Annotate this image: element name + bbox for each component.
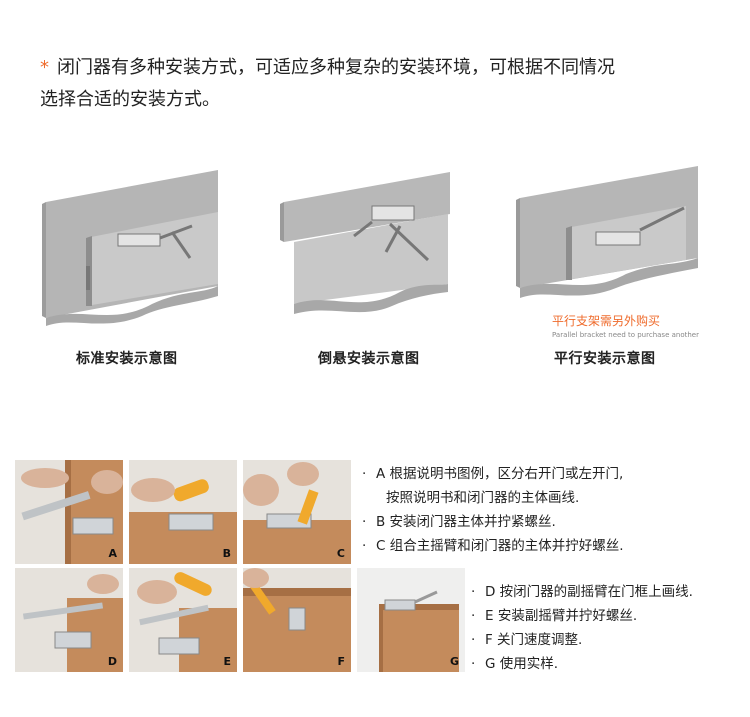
steps-top: · A 根据说明书图例，区分右开门或左开门, 按照说明书和闭门器的主体画线. · B… [362,462,624,558]
photo-c-label: C [336,547,345,560]
photo-g-image [357,568,465,672]
step-c: · C 组合主摇臂和闭门器的主体并拧好螺丝. [362,534,624,558]
photo-c-image [243,460,351,564]
photo-a-label: A [108,547,117,560]
intro-line-1: * 闭门器有多种安装方式，可适应多种复杂的安装环境，可根据不同情况 [40,52,730,84]
bullet: · [471,608,476,624]
bullet: · [362,466,367,482]
step-a-text-2: 按照说明书和闭门器的主体画线. [386,490,580,506]
step-photo-g: G [357,568,465,672]
step-photo-d: D [15,568,123,672]
standard-install-illustration [42,170,218,326]
caption-standard: 标准安装示意图 [76,351,178,367]
diagram-standard [42,166,222,326]
inverted-install-illustration [280,172,450,314]
bullet: · [471,584,476,600]
star-mark: * [40,57,49,78]
step-photo-e: E [129,568,237,672]
step-e-text: E 安装副摇臂并拧好螺丝. [485,608,638,624]
photo-b-image [129,460,237,564]
photo-d-image [15,568,123,672]
intro-text: * 闭门器有多种安装方式，可适应多种复杂的安装环境，可根据不同情况 选择合适的安装… [40,52,730,116]
parallel-bracket-note-cn: 平行支架需另外购买 [552,314,661,328]
photo-d-label: D [107,655,117,668]
step-f: · F 关门速度调整. [471,628,693,652]
step-g: · G 使用实样. [471,652,693,676]
bullet: · [471,656,476,672]
photo-b-label: B [222,547,231,560]
step-g-text: G 使用实样. [485,656,559,672]
photo-g-label: G [449,655,459,668]
step-a-line-2: 按照说明书和闭门器的主体画线. [362,486,624,510]
diagram-inverted [280,164,460,314]
step-b-text: B 安装闭门器主体并拧紧螺丝. [376,514,556,530]
photo-f-image [243,568,351,672]
step-photo-f: F [243,568,351,672]
parallel-bracket-note-en: Parallel bracket need to purchase anothe… [552,331,699,339]
caption-inverted: 倒悬安装示意图 [318,351,420,367]
step-a-line-1: · A 根据说明书图例，区分右开门或左开门, [362,462,624,486]
step-photo-b: B [129,460,237,564]
bullet: · [362,514,367,530]
photo-f-label: F [337,655,345,668]
step-d-text: D 按闭门器的副摇臂在门框上画线. [485,584,693,600]
step-a-text-1: A 根据说明书图例，区分右开门或左开门, [376,466,624,482]
bullet: · [471,632,476,648]
intro-line-2: 选择合适的安装方式。 [40,89,220,110]
step-c-text: C 组合主摇臂和闭门器的主体并拧好螺丝. [376,538,624,554]
parallel-install-illustration [516,166,698,298]
step-d: · D 按闭门器的副摇臂在门框上画线. [471,580,693,604]
step-f-text: F 关门速度调整. [485,632,583,648]
intro-line-1-text: 闭门器有多种安装方式，可适应多种复杂的安装环境，可根据不同情况 [57,57,615,78]
bullet: · [362,538,367,554]
steps-bottom: · D 按闭门器的副摇臂在门框上画线. · E 安装副摇臂并拧好螺丝. · F 关门速… [471,580,693,676]
step-b: · B 安装闭门器主体并拧紧螺丝. [362,510,624,534]
step-e: · E 安装副摇臂并拧好螺丝. [471,604,693,628]
step-photo-a: A [15,460,123,564]
photo-e-image [129,568,237,672]
photo-e-label: E [223,655,231,668]
step-photo-c: C [243,460,351,564]
diagram-parallel [516,162,702,302]
photo-a-image [15,460,123,564]
caption-parallel: 平行安装示意图 [554,351,656,367]
